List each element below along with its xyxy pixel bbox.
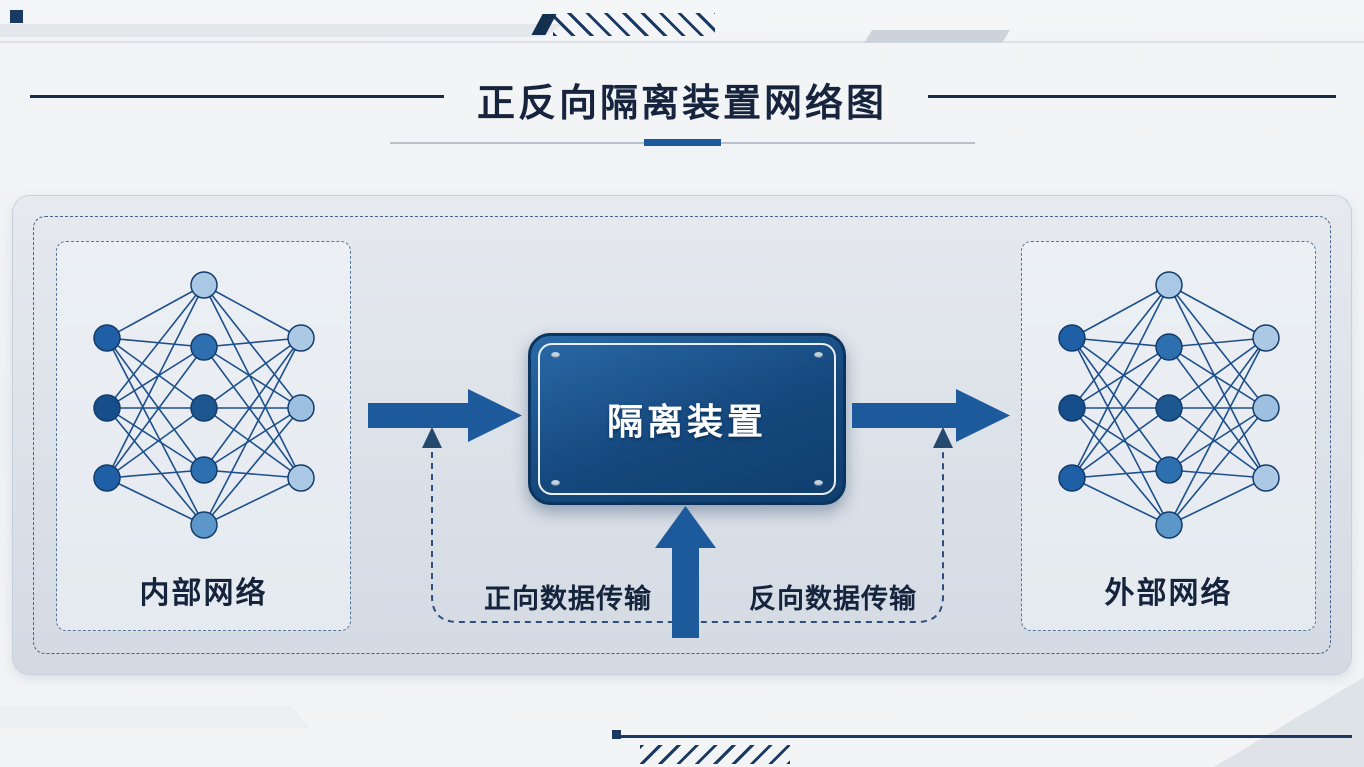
external-network-box: 外部网络 <box>1021 241 1316 631</box>
screw-icon <box>551 480 560 486</box>
diagram-panel: 内部网络 外部网络 隔离装置 <box>12 195 1352 675</box>
internal-network-graphic <box>93 271 315 539</box>
title-row: 正反向隔离装置网络图 <box>0 72 1364 125</box>
top-parallelogram-decoration <box>863 30 1011 43</box>
page-title: 正反向隔离装置网络图 <box>476 83 887 125</box>
screw-icon <box>814 480 823 486</box>
corner-square-decoration <box>10 10 23 23</box>
bottom-hatch-decoration <box>640 745 790 764</box>
external-network-graphic <box>1058 271 1280 539</box>
isolation-device-label: 隔离装置 <box>606 401 767 442</box>
screw-icon <box>551 352 560 358</box>
external-network-label: 外部网络 <box>1104 577 1233 610</box>
bottom-line-decoration <box>617 735 1352 738</box>
screw-icon <box>814 352 823 358</box>
bottom-right-corner-decoration <box>1214 677 1364 767</box>
bottom-square-decoration <box>612 730 621 739</box>
isolation-device-box: 隔离装置 <box>528 333 846 505</box>
title-line-left <box>30 95 444 98</box>
title-line-right <box>928 95 1336 98</box>
bottom-left-band-decoration <box>0 706 310 728</box>
forward-flow-label: 正向数据传输 <box>484 584 652 614</box>
panel-dashed-border <box>33 216 1331 654</box>
reverse-flow-label: 反向数据传输 <box>749 584 917 614</box>
internal-network-box: 内部网络 <box>56 241 351 631</box>
top-line-decoration <box>0 41 1364 43</box>
top-hatch-decoration <box>553 13 715 36</box>
top-band-decoration <box>0 24 565 37</box>
internal-network-label: 内部网络 <box>139 577 268 610</box>
title-underline-accent <box>644 139 721 146</box>
